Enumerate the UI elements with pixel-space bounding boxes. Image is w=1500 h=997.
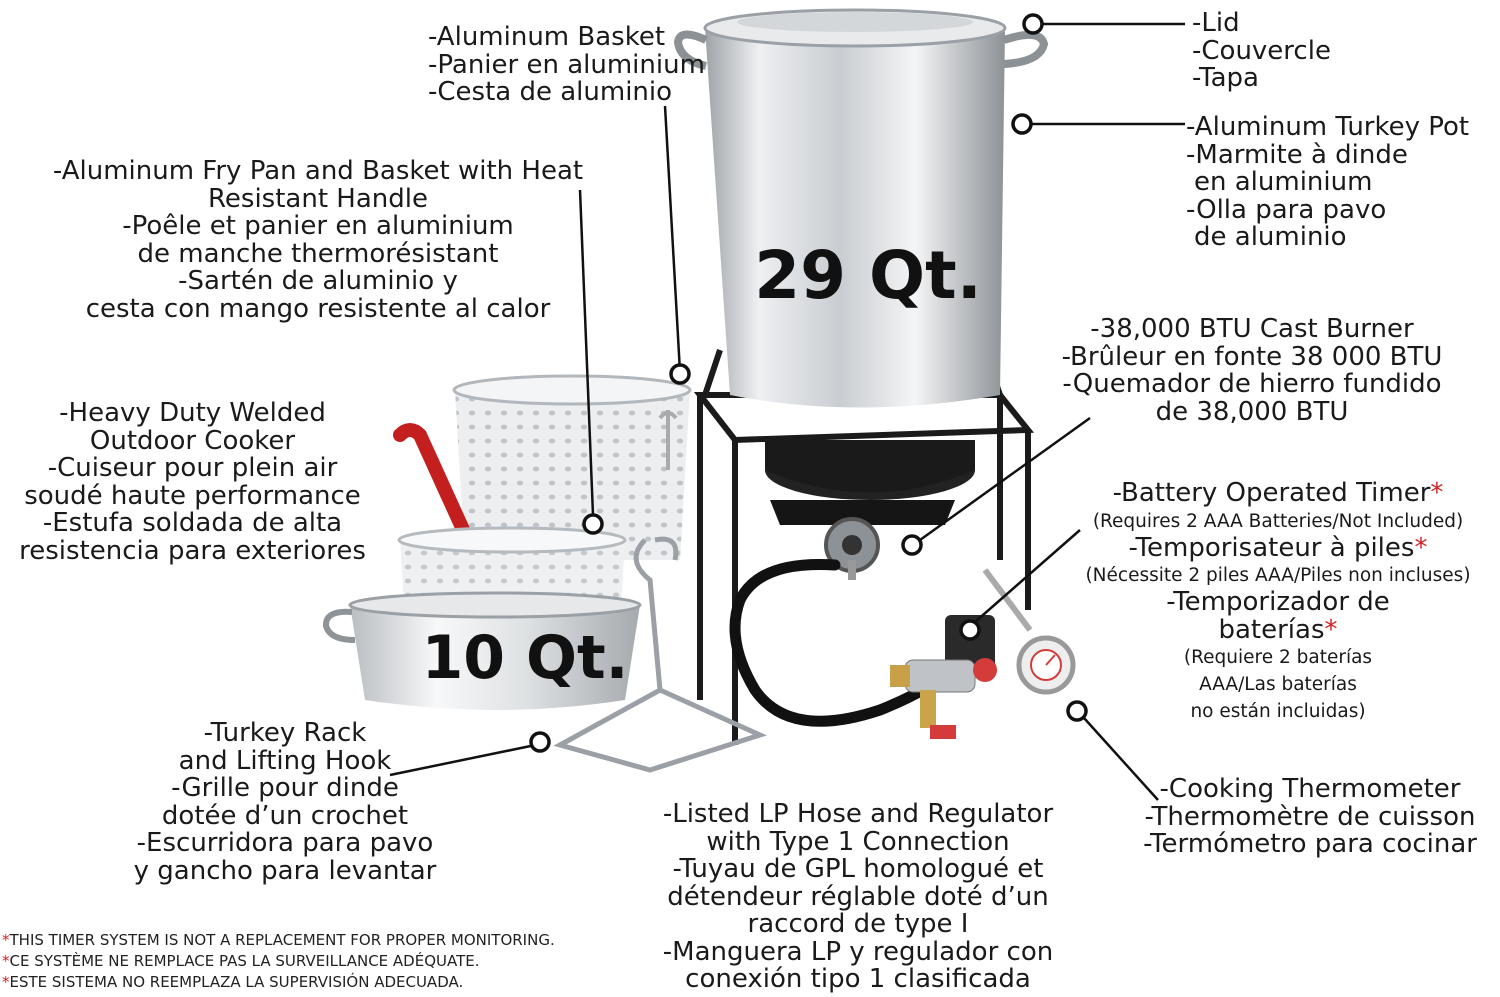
pot-label-line-1: -Aluminum Turkey Pot [1186,112,1470,142]
pot-callout: -Aluminum Turkey Pot -Marmite à dinde en… [1186,112,1470,252]
lid-label-es: -Tapa [1192,63,1259,93]
timer-note-es-1: (Requiere 2 baterías [1183,647,1373,668]
hose-label-line-7: conexión tipo 1 clasificada [685,964,1031,994]
rack-label-line-3: -Grille pour dinde [171,773,399,803]
footnote-asterisk-3: * [2,973,10,991]
timer-asterisk-en: * [1430,478,1444,508]
lid-label-en: -Lid [1192,8,1240,38]
footnote-text-fr: CE SYSTÈME NE REMPLACE PAS LA SURVEILLAN… [9,952,480,970]
pot-label-line-3: en aluminium [1194,167,1373,197]
fry-pan-handle [393,423,477,552]
lid-callout: -Lid -Couvercle -Tapa [1192,8,1331,93]
fry-pan-label-line-5: -Sartén de aluminio y [178,266,458,296]
timer-note-es-2: AAA/Las baterías [1199,674,1357,695]
hose-label-line-6: -Manguera LP y regulador con [662,936,1054,967]
hose-label-line-3: -Tuyau de GPL homologué et [672,854,1044,884]
basket-callout: -Aluminum Basket -Panier en aluminium -C… [428,22,705,107]
footnote-text-es: ESTE SISTEMA NO REEMPLAZA LA SUPERVISIÓN… [9,973,464,991]
lp-hose [729,558,966,727]
footnote-asterisk-1: * [2,931,10,949]
hose-label-line-4: détendeur réglable doté d’un [667,881,1049,912]
cooker-callout: -Heavy Duty Welded Outdoor Cooker -Cuise… [10,398,375,566]
basket-label-fr: -Panier en aluminium [428,49,705,80]
thermometer-callout: -Cooking Thermometer -Thermomètre de cui… [1130,774,1490,859]
cooker-label-line-6: resistencia para exteriores [19,535,366,566]
rack-callout: -Turkey Rack and Lifting Hook -Grille po… [120,718,450,886]
burner [765,440,975,580]
basket-label-es: -Cesta de aluminio [428,77,673,107]
basket-label-en: -Aluminum Basket [428,22,666,52]
hose-label-line-2: with Type 1 Connection [706,826,1010,857]
callout-lines [389,13,1185,801]
thermometer-label-es: -Termómetro para cocinar [1143,829,1477,859]
hose-label-line-1: -Listed LP Hose and Regulator [662,799,1054,829]
timer-title-en: -Battery Operated Timer [1112,478,1431,508]
footnote-text-en: THIS TIMER SYSTEM IS NOT A REPLACEMENT F… [9,931,555,949]
fry-pan [323,591,642,710]
rack-label-line-5: -Escurridora para pavo [136,828,434,858]
fry-pan-label-line-1: -Aluminum Fry Pan and Basket with Heat [52,156,584,186]
cooker-label-line-4: soudé haute performance [24,480,361,511]
thermometer-label-fr: -Thermomètre de cuisson [1144,801,1476,832]
cooker-label-line-3: -Cuiseur pour plein air [47,453,338,483]
turkey-rack [553,536,767,773]
burner-label-line-2: -Brûleur en fonte 38 000 BTU [1061,341,1443,372]
timer-note-en: (Requires 2 AAA Batteries/Not Included) [1092,510,1464,532]
timer-note-es-3: no están incluidas) [1190,701,1366,722]
pot-size-text: 29 Qt. [754,237,982,314]
regulator [890,615,997,739]
pot-label-line-4: -Olla para pavo [1186,194,1387,225]
fry-pan-label-line-4: de manche thermorésistant [137,238,499,269]
burner-label-line-4: de 38,000 BTU [1155,396,1349,427]
burner-label-line-3: -Quemador de hierro fundido [1062,369,1442,399]
fry-pan-callout: -Aluminum Fry Pan and Basket with Heat R… [48,156,588,324]
lid-label-fr: -Couvercle [1192,35,1331,66]
basket [452,374,692,560]
footnote-es: *ESTE SISTEMA NO REEMPLAZA LA SUPERVISIÓ… [2,973,463,992]
pot-label-line-5: de aluminio [1194,222,1347,252]
fry-pan-label-line-3: -Poêle et panier en aluminium [122,211,514,241]
rack-label-line-2: and Lifting Hook [178,745,392,776]
timer-title-es-2: baterías [1218,614,1325,645]
rack-label-line-4: dotée d’un crochet [161,800,409,831]
pan-size-text: 10 Qt. [422,623,629,693]
fry-pan-label-line-2: Resistant Handle [208,183,428,214]
timer-note-fr: (Nécessite 2 piles AAA/Piles non incluse… [1085,565,1471,586]
pot-label-line-2: -Marmite à dinde [1186,139,1408,170]
footnote-asterisk-2: * [2,952,10,970]
timer-callout: -Battery Operated Timer* (Requires 2 AAA… [1058,478,1498,725]
timer-asterisk-es: * [1324,614,1338,645]
thermometer [982,568,1076,695]
hose-label-line-5: raccord de type I [747,909,969,939]
hose-callout: -Listed LP Hose and Regulator with Type … [648,799,1068,994]
cooker-label-line-5: -Estufa soldada de alta [42,508,343,538]
rack-label-line-6: y gancho para levantar [133,855,437,886]
cooker-label-line-1: -Heavy Duty Welded [59,398,326,428]
burner-label-line-1: -38,000 BTU Cast Burner [1090,314,1414,344]
timer-title-fr: -Temporisateur à piles [1128,532,1415,563]
turkey-pot [673,8,1049,408]
rack-label-line-1: -Turkey Rack [203,718,367,748]
fry-pan-label-line-6: cesta con mango resistente al calor [85,293,551,324]
burner-callout: -38,000 BTU Cast Burner -Brûleur en font… [1052,314,1452,427]
timer-asterisk-fr: * [1414,532,1428,563]
footnote-fr: *CE SYSTÈME NE REMPLACE PAS LA SURVEILLA… [2,952,480,971]
thermometer-label-en: -Cooking Thermometer [1159,774,1461,804]
timer-title-es-1: -Temporizador de [1166,587,1390,617]
footnote-en: *THIS TIMER SYSTEM IS NOT A REPLACEMENT … [2,931,555,950]
cooker-label-line-2: Outdoor Cooker [89,425,296,456]
